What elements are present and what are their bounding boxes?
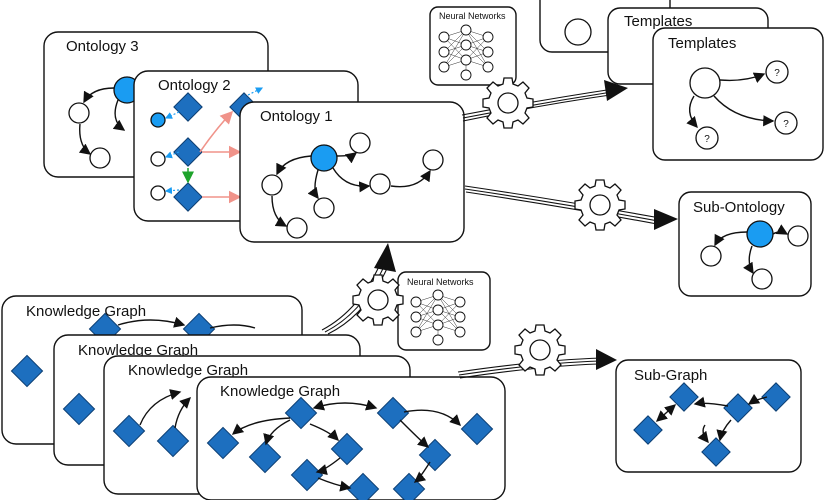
templates-back-title: Templates: [624, 13, 692, 30]
templates-front-title: Templates: [668, 35, 736, 52]
ontology-3-title: Ontology 3: [66, 38, 139, 55]
ontology-1-title: Ontology 1: [260, 108, 333, 125]
knowledge-graph-4-title: Knowledge Graph: [220, 383, 340, 400]
ontology-2-title: Ontology 2: [158, 77, 231, 94]
sub-graph-card: Sub-Graph: [615, 359, 802, 473]
arrow-to-templates: [461, 80, 628, 122]
neural-networks-bottom-label: Neural Networks: [407, 277, 474, 287]
template-unknown-1: ?: [774, 68, 780, 79]
knowledge-graph-3-title: Knowledge Graph: [128, 362, 248, 379]
gear-icon-sub-graph: [514, 324, 566, 376]
neural-networks-top-label: Neural Networks: [439, 11, 506, 21]
ontology-1-card: Ontology 1: [239, 101, 465, 243]
template-unknown-2: ?: [783, 119, 789, 130]
gear-icon-sub-ontology: [574, 179, 626, 231]
sub-graph-title: Sub-Graph: [634, 367, 707, 384]
knowledge-graph-1-title: Knowledge Graph: [26, 303, 146, 320]
neural-networks-top: Neural Networks: [429, 6, 517, 86]
sub-ontology-title: Sub-Ontology: [693, 199, 785, 216]
templates-card-front: Templates ? ? ?: [652, 27, 824, 161]
gear-icon-ontology: [352, 274, 404, 326]
knowledge-graph-2-title: Knowledge Graph: [78, 342, 198, 359]
knowledge-graph-card-4: Knowledge Graph: [196, 376, 506, 500]
neural-networks-bottom: Neural Networks: [397, 271, 491, 351]
arrow-to-sub-ontology: [464, 185, 678, 230]
gear-icon-templates: [482, 77, 534, 129]
template-unknown-3: ?: [704, 134, 710, 145]
sub-ontology-card: Sub-Ontology: [678, 191, 812, 297]
